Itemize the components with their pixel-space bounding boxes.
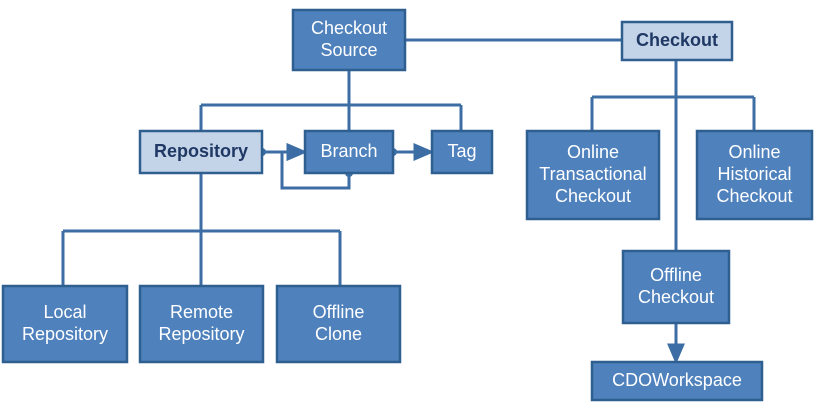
node-box-cdoworkspace[interactable] (590, 360, 764, 402)
node-box-checkout-source[interactable] (291, 8, 407, 72)
node-box-local-repository[interactable] (1, 284, 129, 364)
node-label-cdoworkspace: CDOWorkspace (612, 370, 742, 390)
node-box-offline-clone[interactable] (275, 284, 402, 364)
connectors-layer (61, 38, 756, 365)
node-box-tag[interactable] (430, 129, 494, 175)
node-repository[interactable]: Repository (138, 129, 264, 175)
node-tag[interactable]: Tag (430, 129, 494, 175)
node-checkout[interactable]: Checkout (620, 20, 734, 62)
node-cdoworkspace[interactable]: CDOWorkspace (590, 360, 764, 402)
node-box-repository[interactable] (138, 129, 264, 175)
node-label-repository: Repository (154, 141, 248, 161)
node-box-online-historical-checkout[interactable] (695, 129, 814, 221)
node-box-checkout[interactable] (620, 20, 734, 62)
node-branch[interactable]: Branch (303, 129, 395, 175)
node-box-remote-repository[interactable] (138, 284, 265, 364)
connector-branch-self-loop (280, 143, 351, 190)
node-label-checkout: Checkout (636, 30, 718, 50)
node-box-online-transactional-checkout[interactable] (525, 129, 661, 221)
node-box-offline-checkout[interactable] (621, 249, 731, 325)
node-label-branch: Branch (320, 141, 377, 161)
node-label-tag: Tag (447, 141, 476, 161)
node-box-branch[interactable] (303, 129, 395, 175)
